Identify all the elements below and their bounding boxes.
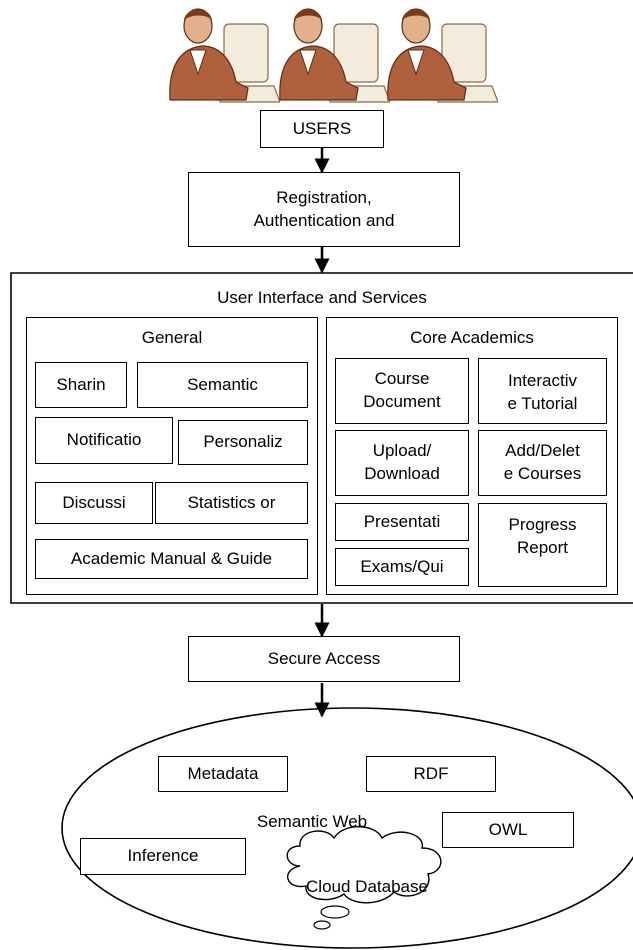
rdf-box: RDF — [366, 756, 496, 792]
semantic-web-title: Semantic Web — [256, 812, 368, 831]
general-title: General — [141, 328, 203, 347]
general-item-sharing: Sharin — [35, 362, 127, 408]
ui-services-title: User Interface and Services — [217, 288, 427, 307]
general-item-academic-manual: Academic Manual & Guide — [35, 539, 308, 579]
general-item-statistics: Statistics or — [155, 482, 308, 524]
owl-box: OWL — [442, 812, 574, 848]
person-at-computer-icon — [387, 8, 498, 103]
core-item-progress-report: Progress Report — [478, 503, 607, 587]
users-box: USERS — [260, 110, 384, 148]
core-item-exams-quiz: Exams/Qui — [335, 548, 469, 586]
person-at-computer-icon — [279, 8, 390, 103]
general-item-semantic: Semantic — [137, 362, 308, 408]
ui-services-container — [10, 272, 633, 604]
registration-line1: Registration, — [276, 187, 372, 207]
core-item-upload-download: Upload/ Download — [335, 430, 469, 496]
core-academics-title: Core Academics — [410, 328, 534, 347]
cloud-database-label: Cloud Database — [306, 877, 428, 896]
secure-access-box: Secure Access — [188, 636, 460, 682]
cloud-bubble-large — [320, 905, 350, 919]
person-at-computer-icon — [169, 8, 280, 103]
metadata-box: Metadata — [158, 756, 288, 792]
core-item-add-delete-courses: Add/Delet e Courses — [478, 430, 607, 496]
core-item-presentation: Presentati — [335, 503, 469, 541]
general-item-personalization: Personaliz — [178, 420, 308, 465]
general-item-discussion: Discussi — [35, 482, 153, 524]
cloud-database-shape — [286, 826, 442, 904]
core-item-course-document: Course Document — [335, 358, 469, 424]
general-item-notification: Notificatio — [35, 417, 173, 464]
users-label: USERS — [292, 118, 352, 138]
cloud-bubble-small — [313, 920, 331, 930]
registration-box: Registration, Authentication and — [188, 172, 460, 247]
core-item-interactive-tutorial: Interactiv e Tutorial — [478, 358, 607, 424]
inference-box: Inference — [80, 838, 246, 875]
registration-line2: Authentication and — [253, 210, 395, 230]
semantic-web-ellipse — [61, 707, 633, 949]
